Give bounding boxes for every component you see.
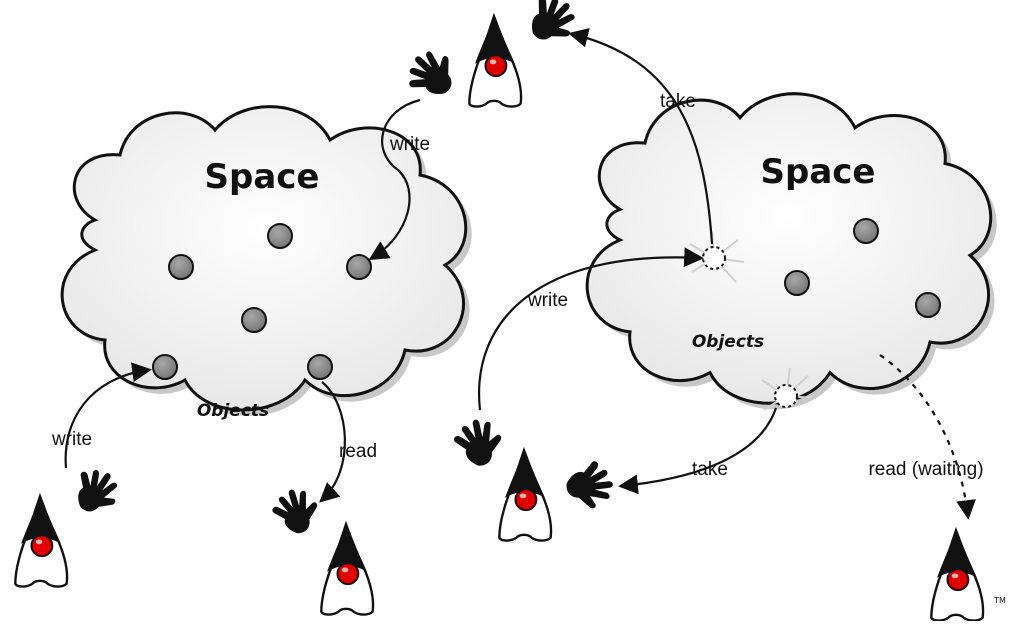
trademark-symbol: TM [993,596,1006,605]
arrow-read [319,381,346,503]
object-1 [267,223,293,249]
label-center-write: write [527,290,568,311]
object-6 [307,354,333,380]
object-7 [853,218,879,244]
duke-bottom-left [14,464,124,588]
object-8 [784,270,810,296]
label-top-write: write [389,134,430,155]
taken-object-bottom [761,367,817,411]
arrow-read-waiting [879,354,976,520]
label-top-take: take [660,91,696,112]
label-read: read [339,441,377,462]
duke-read [267,482,375,616]
right-space-objects [784,218,941,318]
label-read-waiting: read (waiting) [868,459,983,480]
duke-top [401,0,583,108]
arrow-top-take [568,28,714,245]
right-objects-label: Objects [692,332,764,352]
label-center-take: take [692,459,728,480]
arrow-bottom-left-write [64,362,152,469]
object-5 [152,354,178,380]
duke-center [449,412,619,542]
arrow-center-write [477,247,704,411]
object-2 [168,254,194,280]
object-3 [346,254,372,280]
left-space-title: Space [205,157,320,197]
arrow-top-write [368,98,421,261]
right-space-cloud [585,92,997,410]
object-4 [241,307,267,333]
right-space-title: Space [761,152,876,192]
taken-object-top [689,231,745,283]
left-objects-label: Objects [197,401,269,421]
arrow-center-take [618,407,778,495]
duke-waiting [930,529,985,622]
object-9 [915,292,941,318]
left-space-objects [152,223,372,380]
label-bottom-left-write: write [51,429,92,450]
